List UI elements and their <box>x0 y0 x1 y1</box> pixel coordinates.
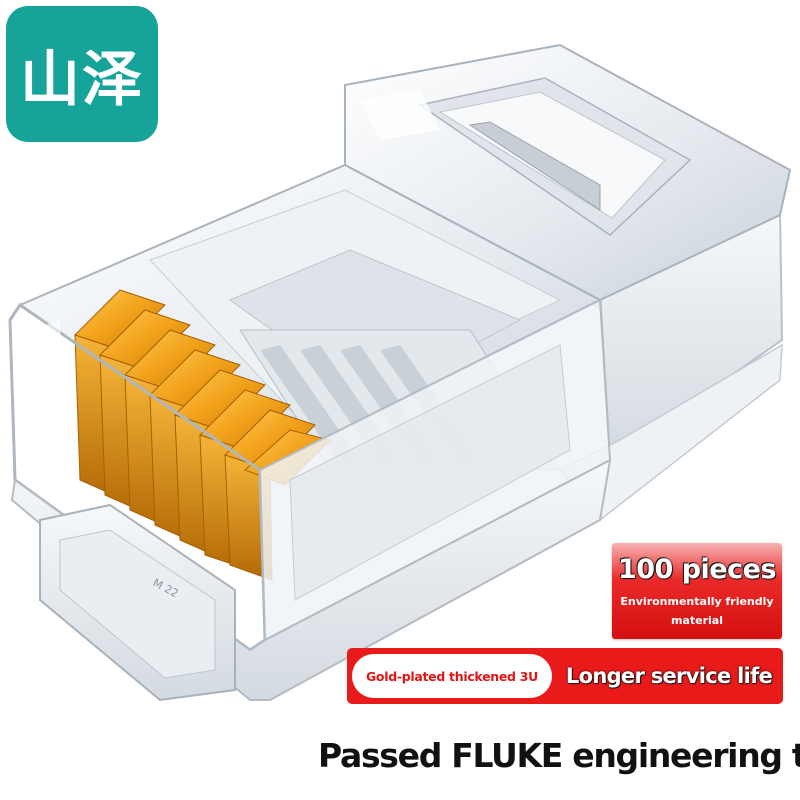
material-label: Environmentally friendly material <box>620 595 774 627</box>
service-life-block: Longer service life <box>559 648 779 704</box>
quantity-badge: 100 pieces Environmentally friendly mate… <box>612 543 782 639</box>
feature-banner: Gold-plated thickened 3U Longer service … <box>347 648 783 704</box>
brand-logo: 山泽 <box>6 6 158 142</box>
logo-badge: 山泽 <box>0 0 168 150</box>
quantity-label: 100 pieces <box>617 554 777 585</box>
test-caption: Passed FLUKE engineering test <box>318 736 800 775</box>
gold-plating-label: Gold-plated thickened 3U <box>365 668 539 684</box>
brand-logo-text: 山泽 <box>20 44 144 115</box>
service-life-label: Longer service life <box>565 664 773 688</box>
gold-plating-pill: Gold-plated thickened 3U <box>352 654 552 698</box>
